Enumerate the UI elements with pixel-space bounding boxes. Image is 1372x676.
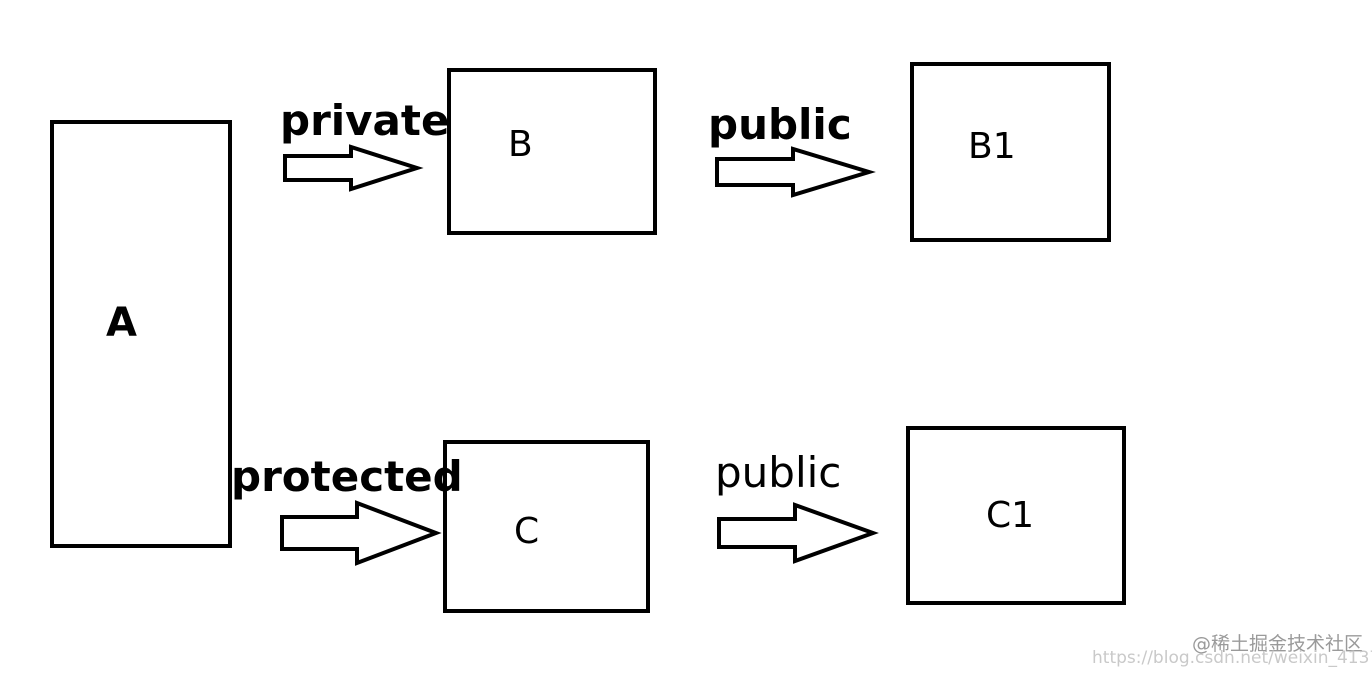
node-b-label: B: [508, 124, 533, 165]
node-c1-box: [906, 426, 1126, 605]
node-b1-box: [910, 62, 1111, 242]
node-b1-label: B1: [968, 126, 1016, 167]
node-b-box: [447, 68, 657, 235]
edge-b-b1-label: public: [708, 100, 852, 149]
watermark-url: https://blog.csdn.net/weixin_41377182: [1092, 648, 1372, 668]
node-c1-label: C1: [986, 495, 1035, 536]
edge-c-c1-arrow: [717, 502, 879, 564]
edge-b-b1-arrow: [715, 146, 876, 198]
node-a-box: [50, 120, 232, 548]
node-c-box: [443, 440, 650, 613]
edge-a-b-label: private: [280, 96, 450, 145]
edge-a-c-arrow: [280, 500, 442, 566]
edge-a-b-arrow: [283, 144, 424, 192]
edge-a-c-label: protected: [231, 452, 463, 501]
node-c-label: C: [514, 511, 540, 552]
node-a-label: A: [106, 300, 137, 346]
watermark-brand: @稀土掘金技术社区: [1192, 633, 1364, 655]
edge-c-c1-label: public: [715, 448, 842, 497]
